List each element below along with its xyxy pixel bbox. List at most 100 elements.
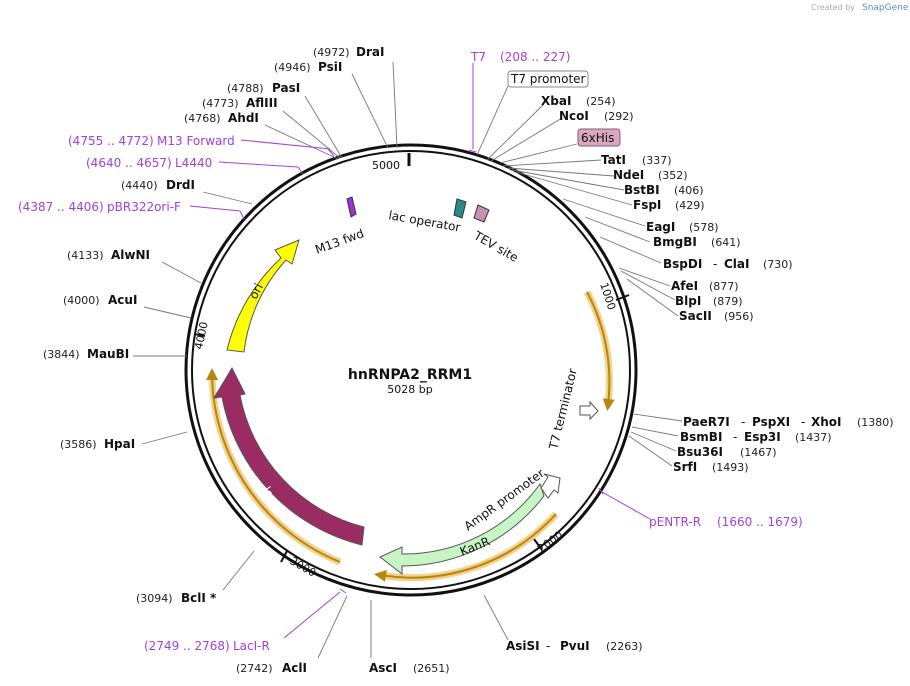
tick-mark-1000 xyxy=(615,294,630,301)
ahdi-label[interactable]: AhdI xyxy=(228,111,259,125)
bmgbi-pos: (641) xyxy=(711,236,741,249)
srfi-pos: (1493) xyxy=(712,461,749,474)
backbone-inner xyxy=(191,150,631,590)
bsmbi-pos: (1437) xyxy=(795,431,832,444)
eagi-label[interactable]: EagI xyxy=(646,220,675,234)
alwni-pos: (4133) xyxy=(67,249,104,262)
orf-track-bottom xyxy=(374,511,559,582)
kanr-feature[interactable] xyxy=(379,482,545,576)
drai-pos: (4972) xyxy=(313,46,350,59)
maubi-label[interactable]: MauBI xyxy=(87,347,129,361)
his-tag-label: 6xHis xyxy=(581,131,614,145)
asci-label[interactable]: AscI xyxy=(369,661,397,675)
drai-label[interactable]: DraI xyxy=(356,45,384,59)
ori-feature[interactable] xyxy=(226,239,300,353)
tick-5000: 5000 xyxy=(372,159,400,172)
tev-site-feature[interactable] xyxy=(473,204,490,223)
pasi-label[interactable]: PasI xyxy=(272,81,300,95)
aflIII-label[interactable]: AflIII xyxy=(246,96,278,110)
snapgene-brand[interactable]: SnapGene xyxy=(862,3,909,13)
backbone-outer xyxy=(184,143,638,597)
eagi-pos: (578) xyxy=(689,221,719,234)
afei-label[interactable]: AfeI xyxy=(671,279,698,293)
orf-track-left xyxy=(206,368,342,566)
fspi-label[interactable]: FspI xyxy=(633,198,661,212)
m13-fwd-feature[interactable] xyxy=(346,196,357,218)
xhoi-label[interactable]: XhoI xyxy=(811,415,842,429)
afei-pos: (877) xyxy=(709,280,739,293)
primer-l4440-label[interactable]: L4440 xyxy=(175,156,212,170)
his-tag-box[interactable] xyxy=(577,128,621,147)
ncoi-pos: (292) xyxy=(604,110,634,123)
primer-t7-label[interactable]: T7 xyxy=(470,50,486,64)
pspxi-label[interactable]: PspXI xyxy=(752,415,790,429)
primer-m13-pos: (4755 .. 4772) xyxy=(68,134,154,148)
hpai-label[interactable]: HpaI xyxy=(104,437,135,451)
t7-promoter-label: T7 promoter xyxy=(510,72,586,86)
sacii-pos: (956) xyxy=(724,310,754,323)
primer-pentr-label[interactable]: pENTR-R xyxy=(649,515,701,529)
primer-t7-pos: (208 .. 227) xyxy=(500,50,570,64)
acui-pos: (4000) xyxy=(63,294,100,307)
sacii-label[interactable]: SacII xyxy=(679,309,712,323)
t7-promoter-box[interactable] xyxy=(507,70,589,88)
paer7i-label[interactable]: PaeR7I xyxy=(683,415,730,429)
orf-track-right xyxy=(583,290,615,411)
plasmid-size: 5028 bp xyxy=(387,383,432,396)
primer-pbr-label[interactable]: pBR322ori-F xyxy=(107,200,181,214)
m13-fwd-label: M13 fwd xyxy=(313,226,366,257)
laci-feature[interactable] xyxy=(213,366,365,546)
ncoi-label[interactable]: NcoI xyxy=(559,109,589,123)
fspi-pos: (429) xyxy=(675,199,705,212)
blpi-label[interactable]: BlpI xyxy=(675,294,701,308)
tick-4000: 4000 xyxy=(192,321,211,351)
hpai-pos: (3586) xyxy=(60,438,97,451)
primer-lacir-label[interactable]: LacI-R xyxy=(233,639,270,653)
bcli-label[interactable]: BclI * xyxy=(181,591,217,605)
bstbi-pos: (406) xyxy=(674,184,704,197)
bstbi-label[interactable]: BstBI xyxy=(624,183,660,197)
ampr-promoter-feature[interactable] xyxy=(540,473,561,499)
ahdi-pos: (4768) xyxy=(184,112,221,125)
psii-label[interactable]: PsiI xyxy=(318,60,342,74)
paer7i-pos: (1380) xyxy=(857,416,894,429)
primer-m13-label[interactable]: M13 Forward xyxy=(157,134,235,148)
t7-terminator-label: T7 terminator xyxy=(546,367,580,452)
psii-pos: (4946) xyxy=(274,61,311,74)
t7-terminator-feature[interactable] xyxy=(579,400,599,421)
ndei-label[interactable]: NdeI xyxy=(613,168,644,182)
paer7i-sep1: - xyxy=(741,415,745,429)
primer-lacir-pos: (2749 .. 2768) xyxy=(144,639,230,653)
clai-label[interactable]: ClaI xyxy=(724,257,749,271)
tev-site-label: TEV site xyxy=(471,228,521,265)
pasi-pos: (4788) xyxy=(227,82,264,95)
asisi-sep: - xyxy=(546,639,550,653)
acui-label[interactable]: AcuI xyxy=(108,293,137,307)
drdi-label[interactable]: DrdI xyxy=(166,178,195,192)
bsu36i-pos: (1467) xyxy=(740,446,777,459)
bsmbi-label[interactable]: BsmBI xyxy=(680,430,722,444)
tati-pos: (337) xyxy=(642,154,672,167)
asisi-label[interactable]: AsiSI xyxy=(506,639,540,653)
tati-label[interactable]: TatI xyxy=(601,153,626,167)
bspdi-label[interactable]: BspDI xyxy=(663,257,702,271)
tick-1000: 1000 xyxy=(597,281,618,312)
drdi-pos: (4440) xyxy=(121,179,158,192)
pvui-label[interactable]: PvuI xyxy=(560,639,590,653)
asci-pos: (2651) xyxy=(413,662,450,675)
bsu36i-label[interactable]: Bsu36I xyxy=(677,445,723,459)
xbai-pos: (254) xyxy=(586,95,616,108)
acli-label[interactable]: AclI xyxy=(282,661,307,675)
tick-mark-4000 xyxy=(193,333,206,337)
bmgbi-label[interactable]: BmgBI xyxy=(653,235,697,249)
xbai-label[interactable]: XbaI xyxy=(541,94,571,108)
alwni-label[interactable]: AlwNI xyxy=(111,248,150,262)
primer-l4440-pos: (4640 .. 4657) xyxy=(86,156,172,170)
esp3i-label[interactable]: Esp3I xyxy=(744,430,781,444)
lac-operator-feature[interactable] xyxy=(453,198,467,219)
srfi-label[interactable]: SrfI xyxy=(673,460,697,474)
bspdi-pos: (730) xyxy=(763,258,793,271)
aflIII-pos: (4773) xyxy=(202,97,239,110)
primer-pentr-pos: (1660 .. 1679) xyxy=(717,515,803,529)
